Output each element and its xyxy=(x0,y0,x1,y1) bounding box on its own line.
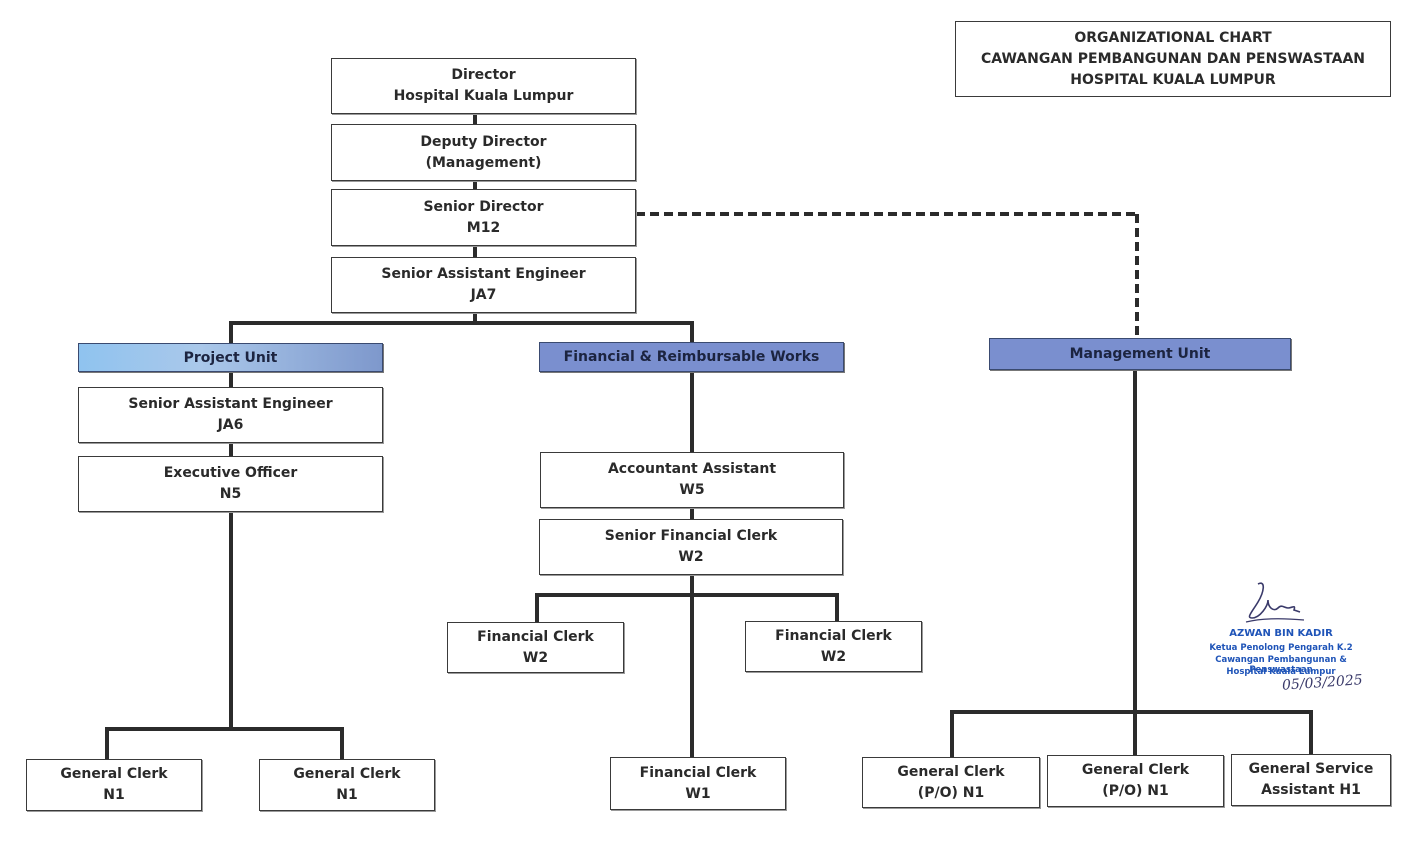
node-senior-assistant-engineer-ja6: Senior Assistant Engineer JA6 xyxy=(78,387,383,443)
node-general-clerk-n1-b: General Clerk N1 xyxy=(259,759,435,811)
node-senior-director: Senior Director M12 xyxy=(331,189,636,246)
node-title: Financial Clerk xyxy=(775,627,892,644)
node-financial-clerk-w2-b: Financial Clerk W2 xyxy=(745,621,922,672)
unit-label: Management Unit xyxy=(1069,346,1211,362)
node-general-clerk-n1-a: General Clerk N1 xyxy=(26,759,202,811)
node-title: Deputy Director xyxy=(420,133,547,150)
node-grade: Hospital Kuala Lumpur xyxy=(393,88,574,104)
node-title: Senior Director xyxy=(423,198,544,215)
stamp-position: Ketua Penolong Pengarah K.2 xyxy=(1209,643,1353,653)
chart-title-line2: CAWANGAN PEMBANGUNAN DAN PENSWASTAAN xyxy=(981,50,1365,67)
node-grade: W5 xyxy=(679,482,705,498)
unit-label: Financial & Reimbursable Works xyxy=(563,349,820,365)
node-grade: (P/O) N1 xyxy=(1102,783,1169,799)
stamp-department: Cawangan Pembangunan & Penswastaan xyxy=(1215,655,1347,675)
node-grade: M12 xyxy=(466,219,501,236)
node-senior-financial-clerk: Senior Financial Clerk W2 xyxy=(539,519,843,575)
stamp-name: AZWAN BIN KADIR xyxy=(1229,628,1333,639)
node-grade: (P/O) N1 xyxy=(917,784,985,801)
unit-financial: Financial & Reimbursable Works xyxy=(539,342,844,372)
node-title: General Service xyxy=(1248,761,1374,777)
node-grade: W2 xyxy=(522,649,549,666)
node-general-service-assistant: General Service Assistant H1 xyxy=(1231,754,1391,806)
node-title: General Clerk xyxy=(1081,762,1190,778)
node-financial-clerk-w2-a: Financial Clerk W2 xyxy=(447,622,624,673)
node-title: General Clerk xyxy=(293,766,401,782)
node-general-clerk-po-b: General Clerk (P/O) N1 xyxy=(1047,755,1224,807)
node-title: Senior Assistant Engineer xyxy=(128,396,333,412)
stamp-hospital: Hospital Kuala Lumpur xyxy=(1226,667,1336,677)
node-grade: W2 xyxy=(678,549,704,565)
node-title: General Clerk xyxy=(60,766,168,782)
unit-project: Project Unit xyxy=(78,343,383,372)
node-accountant-assistant: Accountant Assistant W5 xyxy=(540,452,844,508)
node-title: Senior Financial Clerk xyxy=(604,528,778,544)
unit-label: Project Unit xyxy=(183,349,278,366)
node-title: Senior Assistant Engineer xyxy=(381,266,586,282)
node-deputy-director: Deputy Director (Management) xyxy=(331,124,636,181)
node-grade: JA6 xyxy=(217,417,244,433)
unit-management: Management Unit xyxy=(989,338,1291,370)
node-grade: N1 xyxy=(103,787,125,803)
node-financial-clerk-w1: Financial Clerk W1 xyxy=(610,757,786,810)
node-senior-assistant-engineer-ja7: Senior Assistant Engineer JA7 xyxy=(331,257,636,313)
node-title: Accountant Assistant xyxy=(607,461,777,477)
node-grade: W2 xyxy=(820,648,847,665)
node-title: Financial Clerk xyxy=(639,764,757,781)
node-executive-officer: Executive Officer N5 xyxy=(78,456,383,512)
node-grade: N5 xyxy=(219,486,242,502)
node-director: Director Hospital Kuala Lumpur xyxy=(331,58,636,114)
node-grade: N1 xyxy=(336,787,358,803)
node-title: Financial Clerk xyxy=(477,628,594,645)
signature-stamp: AZWAN BIN KADIR Ketua Penolong Pengarah … xyxy=(1186,578,1386,698)
node-grade: JA7 xyxy=(470,287,497,303)
chart-title-line1: ORGANIZATIONAL CHART xyxy=(1074,29,1272,46)
node-grade: W1 xyxy=(685,785,711,802)
node-general-clerk-po-a: General Clerk (P/O) N1 xyxy=(862,757,1040,808)
handwritten-signature-icon xyxy=(1245,582,1305,623)
chart-title-line3: HOSPITAL KUALA LUMPUR xyxy=(1070,71,1276,88)
node-title: Executive Officer xyxy=(163,465,298,481)
chart-title-box: ORGANIZATIONAL CHART CAWANGAN PEMBANGUNA… xyxy=(955,21,1391,97)
node-grade: Assistant H1 xyxy=(1261,782,1361,798)
node-title: Director xyxy=(451,67,516,83)
node-grade: (Management) xyxy=(425,154,542,171)
node-title: General Clerk xyxy=(897,763,1005,780)
